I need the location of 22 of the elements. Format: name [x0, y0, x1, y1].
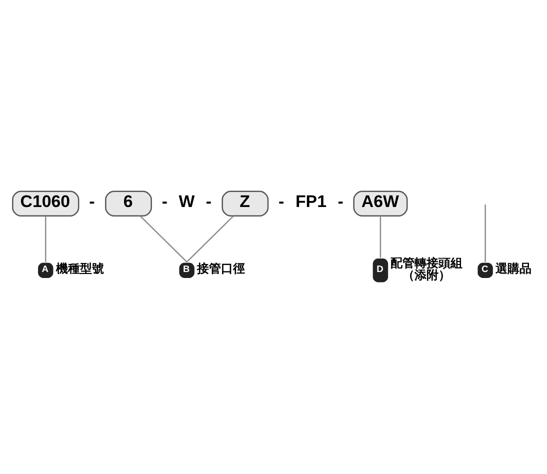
connector — [484, 204, 486, 262]
node-label: 配管轉接頭組 — [390, 256, 463, 270]
label: - — [206, 192, 212, 211]
node-label: （添附） — [402, 268, 450, 282]
connector — [380, 216, 382, 258]
node-label: 接管口徑 — [196, 262, 245, 276]
connector — [140, 216, 188, 262]
node-box: D — [372, 258, 388, 282]
connector — [186, 216, 234, 262]
label: - — [89, 192, 95, 211]
label: W — [178, 192, 195, 211]
node-box: A6W — [353, 190, 408, 216]
node-label: 選購品 — [495, 262, 532, 276]
connector — [45, 216, 46, 262]
node-box: Z — [222, 190, 269, 216]
node-box: C1060 — [12, 190, 80, 216]
label: - — [338, 192, 344, 211]
node-box: 6 — [105, 190, 152, 216]
label: FP1 — [295, 192, 326, 211]
label: - — [278, 192, 284, 211]
label: - — [162, 192, 168, 211]
node-label: 機種型號 — [56, 262, 104, 276]
